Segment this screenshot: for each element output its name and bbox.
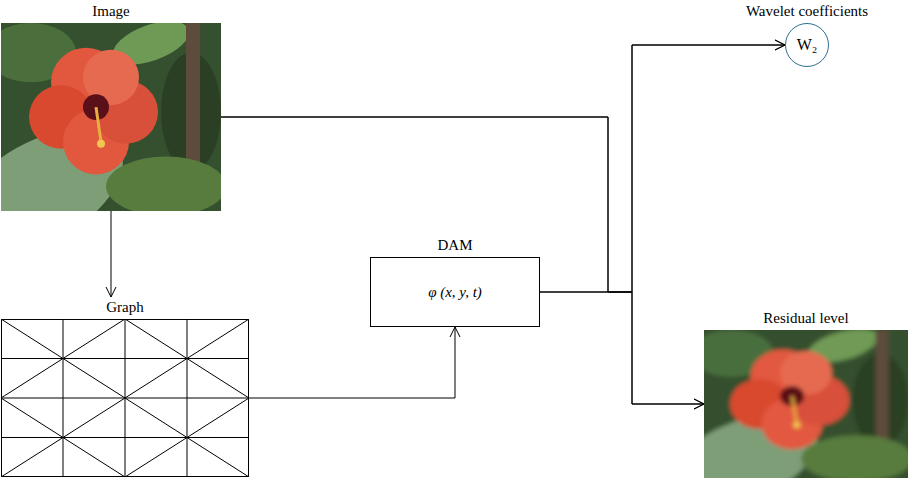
illustration-part [63, 359, 125, 399]
wavelet-circle: Wavelet coefficientsW₂ [743, 2, 872, 67]
illustration-part [63, 438, 125, 478]
connector [111, 211, 112, 297]
illustration-part [125, 438, 187, 478]
residual-node-shape [704, 330, 908, 478]
connector [249, 327, 455, 398]
node-body: φ (x, y, t) [428, 283, 482, 301]
node-heading: DAM [370, 236, 540, 254]
illustration-part [792, 396, 797, 423]
node-heading: Wavelet coefficients [743, 2, 872, 20]
illustration-part [187, 319, 249, 359]
illustration-part [1, 319, 63, 359]
residual-photo [704, 330, 908, 478]
graph-grid [1, 319, 249, 477]
graph-node-shape [1, 319, 249, 477]
illustration-part [2, 319, 249, 476]
connector [221, 45, 785, 292]
residual-photo [704, 330, 908, 478]
illustration-part [125, 398, 187, 438]
node-heading: Image [1, 2, 221, 20]
illustration-part [793, 422, 800, 428]
node-body: W₂ [797, 36, 818, 54]
graph-grid [1, 319, 249, 477]
illustration-part [187, 438, 249, 478]
connector [540, 292, 704, 404]
illustration-part [63, 398, 125, 438]
graph-node: Graph [1, 298, 249, 477]
illustration-part [1, 358, 249, 359]
image-node-shape [1, 23, 221, 211]
illustration-part [801, 435, 908, 478]
illustration-part [1, 359, 63, 399]
residual-node: Residual level [704, 309, 908, 478]
illustration-part [125, 359, 187, 399]
illustration-part [1, 438, 63, 478]
illustration-part [125, 319, 187, 359]
node-heading: Graph [1, 298, 249, 316]
dam-box: DAM φ (x, y, t) [370, 236, 540, 327]
illustration-part [187, 359, 249, 399]
dam-box-shape: φ (x, y, t) [370, 257, 540, 327]
flower-photo [1, 23, 221, 211]
connector [540, 45, 785, 292]
node-heading: Residual level [704, 309, 908, 327]
illustration-part [106, 157, 221, 211]
image-node: Image [1, 2, 221, 211]
illustration-part [97, 140, 105, 148]
illustration-part [187, 398, 249, 438]
flower-photo [1, 23, 221, 211]
wavelet-circle-shape: W₂ [785, 23, 829, 67]
illustration-part [1, 398, 63, 438]
illustration-part [96, 107, 101, 142]
illustration-part [63, 319, 125, 359]
residual-photo [704, 330, 908, 478]
illustration-part [1, 437, 249, 438]
